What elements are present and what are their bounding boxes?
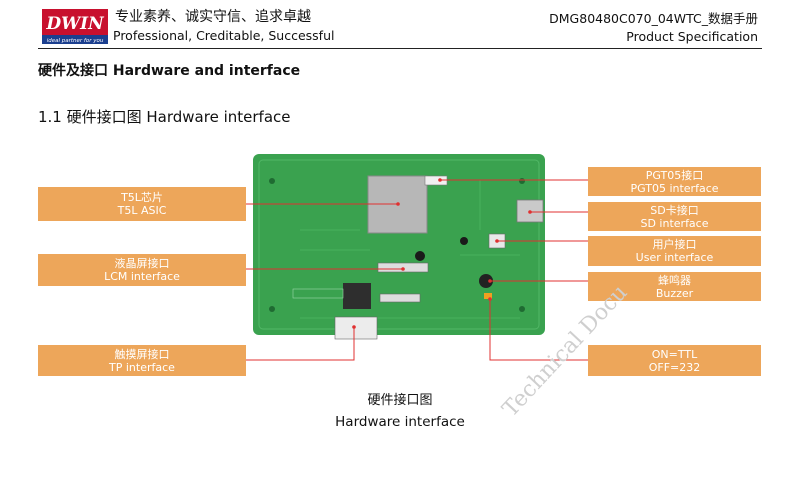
- subsection-title: 1.1 硬件接口图 Hardware interface: [38, 108, 291, 126]
- label-sd-interface: SD卡接口 SD interface: [588, 202, 761, 231]
- label-lcm-interface: 液晶屏接口 LCM interface: [38, 254, 246, 286]
- label-t5l-asic: T5L芯片 T5L ASIC: [38, 187, 246, 221]
- fpc-connector: [379, 293, 421, 303]
- header-divider: [38, 48, 762, 49]
- logo-tagline: ideal partner for you: [47, 38, 104, 44]
- buzzer: [479, 274, 493, 288]
- figure-caption-en: Hardware interface: [335, 414, 465, 430]
- slogan-cn: 专业素养、诚实守信、追求卓越: [115, 9, 311, 25]
- ttl-switch: [484, 293, 492, 299]
- tp-ic: [343, 283, 371, 309]
- label-pgt05-interface: PGT05接口 PGT05 interface: [588, 167, 761, 196]
- figure-caption-cn: 硬件接口图: [367, 393, 433, 408]
- doc-type: Product Specification: [626, 29, 758, 44]
- dwin-logo: DWIN ideal partner for you: [42, 5, 108, 45]
- pcb-board: [253, 154, 545, 335]
- label-tp-interface: 触摸屏接口 TP interface: [38, 345, 246, 376]
- tp-connector: [334, 316, 378, 340]
- section-title: 硬件及接口 Hardware and interface: [38, 63, 301, 79]
- doc-code: DMG80480C070_04WTC_数据手册: [549, 11, 758, 26]
- slogan-en: Professional, Creditable, Successful: [113, 28, 335, 43]
- label-buzzer: 蜂鸣器 Buzzer: [588, 272, 761, 301]
- logo-text: DWIN: [45, 14, 105, 34]
- label-ttl-switch: ON=TTL OFF=232: [588, 345, 761, 376]
- label-user-interface: 用户接口 User interface: [588, 236, 761, 266]
- leader-lines: [246, 179, 588, 361]
- leader-dots: [352, 178, 532, 329]
